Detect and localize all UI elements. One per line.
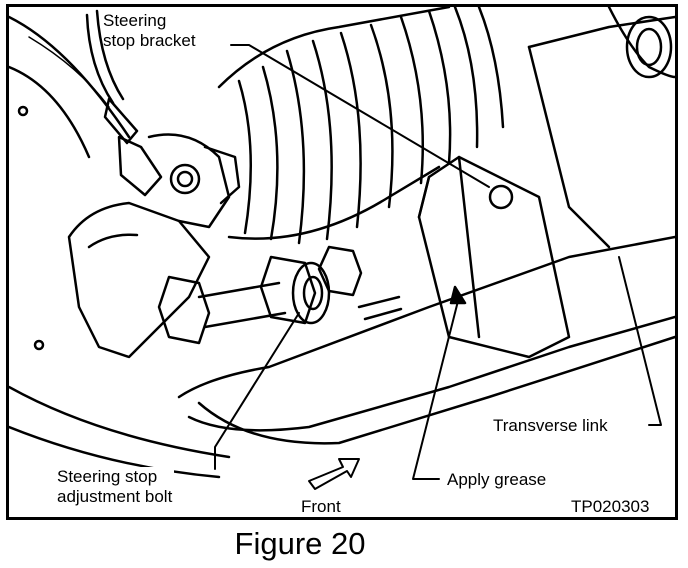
label-transverse-link: Transverse link: [491, 416, 610, 436]
label-front: Front: [299, 497, 343, 517]
label-steering-stop-adjustment-bolt: Steering stop adjustment bolt: [55, 467, 175, 507]
brake-hose: [85, 9, 163, 197]
suspension-line-drawing: [9, 7, 675, 490]
steering-stop-bracket: [417, 155, 571, 359]
diagram-frame: Steering stop bracket Steering stop adju…: [6, 4, 678, 520]
brake-rotor: [9, 15, 231, 479]
front-arrow-icon: [308, 458, 360, 490]
leader-bracket: [230, 44, 490, 188]
leader-lines: [214, 44, 662, 480]
drive-shaft-boot: [217, 7, 505, 245]
steering-knuckle: [67, 133, 241, 359]
grease-arrowhead: [449, 285, 467, 305]
leader-grease: [412, 296, 460, 480]
figure-code: TP020303: [569, 497, 652, 517]
leader-link: [618, 256, 662, 426]
leader-bolt: [214, 312, 300, 470]
transverse-link-arm: [177, 7, 675, 445]
label-steering-stop-bracket: Steering stop bracket: [103, 11, 196, 50]
figure-caption: Figure 20: [234, 526, 366, 561]
steering-stop-adjustment-bolt: [157, 245, 403, 345]
label-apply-grease: Apply grease: [445, 470, 549, 490]
